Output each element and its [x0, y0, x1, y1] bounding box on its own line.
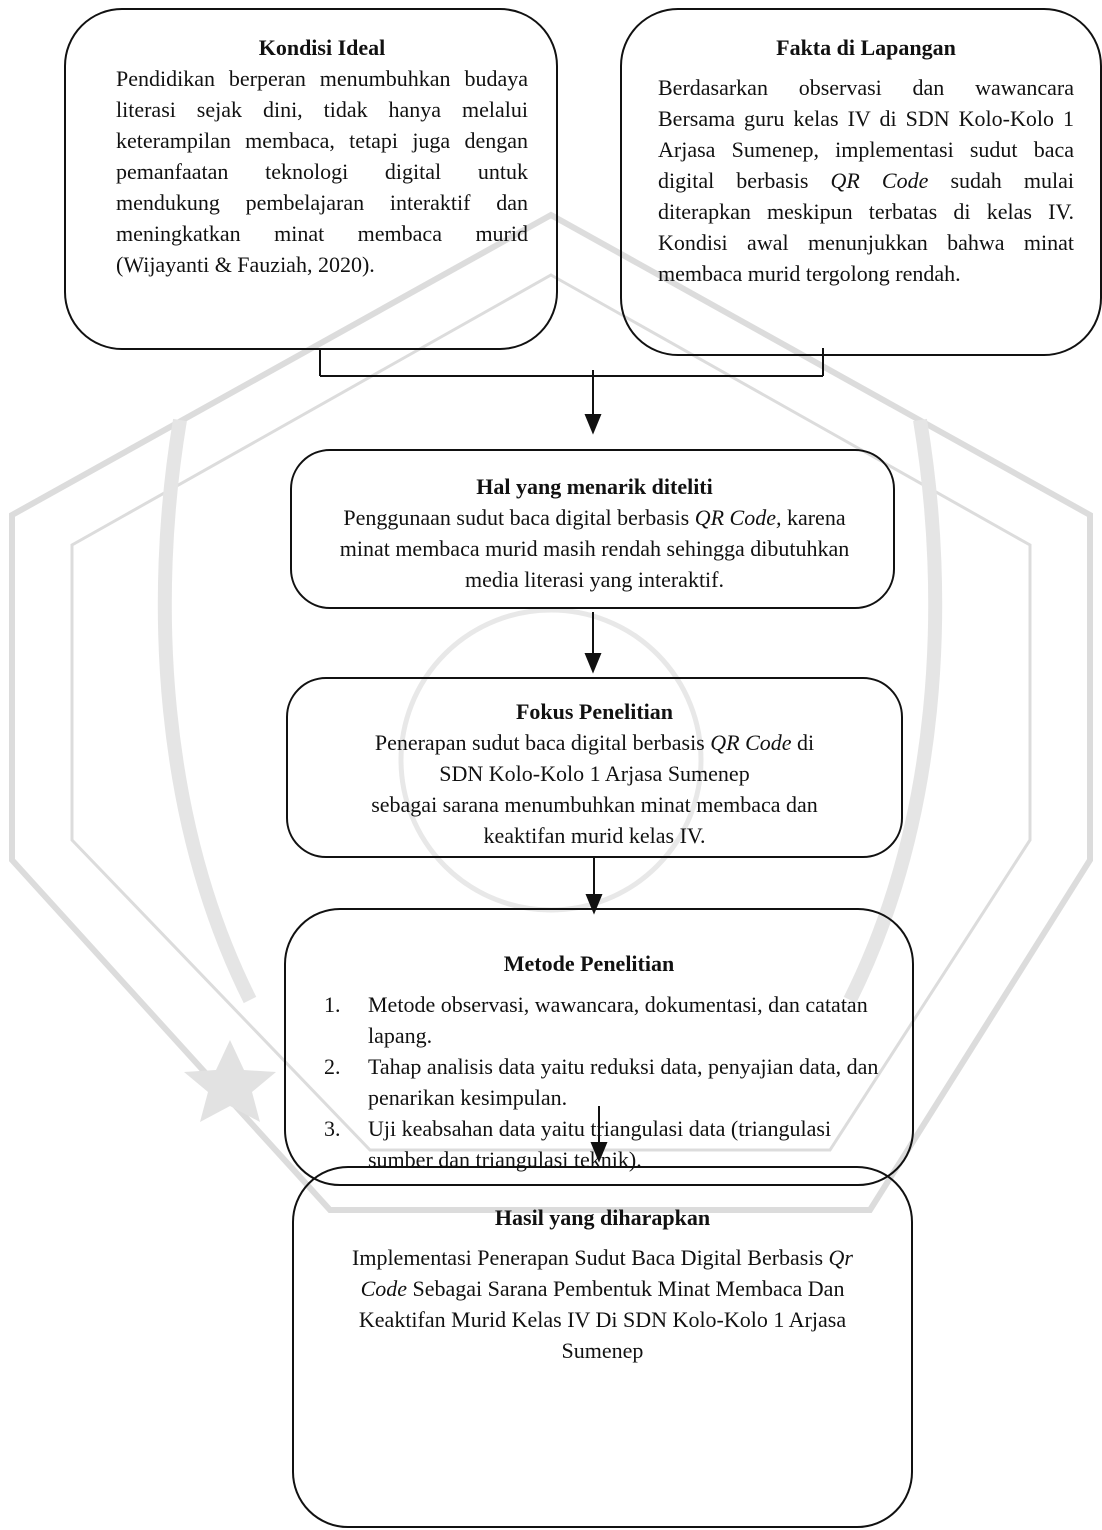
metode-item-1: 1. Metode observasi, wawancara, dokumenta…	[286, 989, 892, 1051]
fakta-lapangan-text-2: sudah mulai diterapkan meskipun terbatas…	[658, 168, 1074, 286]
metode-item-2-num: 2.	[324, 1054, 341, 1079]
metode-item-3-text: Uji keabsahan data yaitu triangulasi dat…	[368, 1116, 832, 1172]
fakta-lapangan-text: Berdasarkan observasi dan wawancara Bers…	[658, 72, 1074, 289]
hasil-text-2: Sebagai Sarana Pembentuk Minat Membaca D…	[358, 1276, 847, 1363]
fakta-lapangan-box: Fakta di Lapangan Berdasarkan observasi …	[620, 8, 1102, 356]
hasil-diharapkan-text: Implementasi Penerapan Sudut Baca Digita…	[316, 1242, 889, 1366]
arrow-head-1	[584, 414, 602, 435]
fokus-penelitian-box: Fokus Penelitian Penerapan sudut baca di…	[286, 677, 903, 858]
metode-item-3-num: 3.	[324, 1116, 341, 1141]
fokus-penelitian-title: Fokus Penelitian	[515, 699, 674, 724]
metode-penelitian-title: Metode Penelitian	[503, 951, 675, 976]
metode-item-1-text: Metode observasi, wawancara, dokumentasi…	[368, 992, 868, 1048]
metode-list: 1. Metode observasi, wawancara, dokumenta…	[286, 989, 892, 1175]
hal-menarik-text-1: Penggunaan sudut baca digital berbasis	[343, 505, 695, 530]
hal-menarik-text-2: karena minat membaca murid masih rendah …	[339, 505, 850, 592]
fakta-lapangan-text-qr: QR Code	[830, 168, 929, 193]
arrow-head-4	[590, 1142, 608, 1163]
kondisi-ideal-title: Kondisi Ideal	[258, 35, 386, 60]
kondisi-ideal-box: Kondisi Ideal Pendidikan berperan menumb…	[64, 8, 558, 350]
fokus-line-1-a: Penerapan sudut baca digital berbasis	[374, 730, 711, 755]
metode-item-2-text: Tahap analisis data yaitu reduksi data, …	[368, 1054, 879, 1110]
arrow-head-3	[585, 894, 603, 915]
hasil-text-1: Implementasi Penerapan Sudut Baca Digita…	[352, 1245, 829, 1270]
metode-item-2: 2. Tahap analisis data yaitu reduksi data…	[286, 1051, 892, 1113]
metode-item-1-num: 1.	[324, 992, 341, 1017]
fakta-lapangan-text-1: Berdasarkan observasi dan wawancara Bers…	[658, 75, 1074, 193]
kondisi-ideal-text: Pendidikan berperan menumbuhkan budaya l…	[116, 66, 528, 277]
fokus-line-1-b: di	[791, 730, 815, 755]
fakta-lapangan-title: Fakta di Lapangan	[776, 35, 956, 60]
hal-menarik-box: Hal yang menarik diteliti Penggunaan sud…	[290, 449, 895, 609]
arrow-head-2	[584, 653, 602, 674]
hasil-text-qr: Qr Code	[360, 1245, 853, 1301]
fokus-penelitian-line-1: Penerapan sudut baca digital berbasis QR…	[308, 727, 881, 758]
hasil-diharapkan-title: Hasil yang diharapkan	[494, 1205, 711, 1230]
fokus-penelitian-line-2: SDN Kolo-Kolo 1 Arjasa Sumenep	[439, 761, 750, 786]
fokus-penelitian-line-3: sebagai sarana menumbuhkan minat membaca…	[371, 792, 818, 848]
hal-menarik-text-qr: QR Code,	[694, 505, 782, 530]
hal-menarik-text: Penggunaan sudut baca digital berbasis Q…	[318, 502, 871, 595]
fokus-line-1-qr: QR Code	[710, 730, 792, 755]
metode-penelitian-box: Metode Penelitian 1. Metode observasi, wa…	[284, 908, 914, 1186]
star-watermark	[184, 1040, 276, 1122]
hasil-diharapkan-box: Hasil yang diharapkan Implementasi Pener…	[292, 1166, 913, 1528]
hal-menarik-title: Hal yang menarik diteliti	[476, 474, 713, 499]
